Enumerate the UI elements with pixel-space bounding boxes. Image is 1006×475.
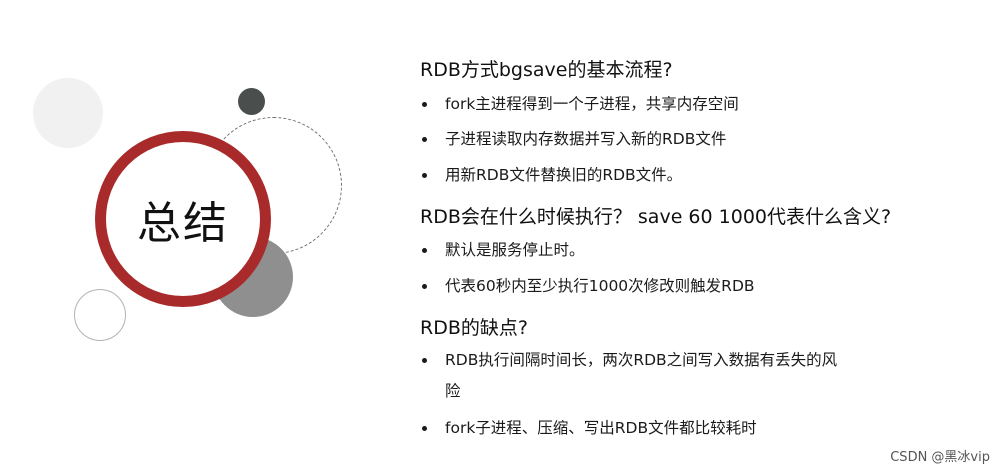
question-1: RDB方式bgsave的基本流程? <box>420 59 673 81</box>
bullet-icon <box>422 248 427 253</box>
outline-circle <box>74 289 126 341</box>
question-3: RDB的缺点? <box>420 317 528 339</box>
summary-ring: 总结 <box>95 131 271 307</box>
bullet-icon <box>422 358 427 363</box>
bullet-icon <box>422 137 427 142</box>
dark-dot-circle <box>238 88 265 115</box>
summary-title: 总结 <box>137 198 229 249</box>
bullet-icon <box>422 426 427 431</box>
bullet-icon <box>422 284 427 289</box>
bullet-icon <box>422 173 427 178</box>
question-2: RDB会在什么时候执行？ save 60 1000代表什么含义? <box>420 206 892 228</box>
watermark: CSDN @黑冰vip <box>890 450 990 465</box>
bullet-icon <box>422 102 427 107</box>
light-gray-circle <box>33 78 103 148</box>
